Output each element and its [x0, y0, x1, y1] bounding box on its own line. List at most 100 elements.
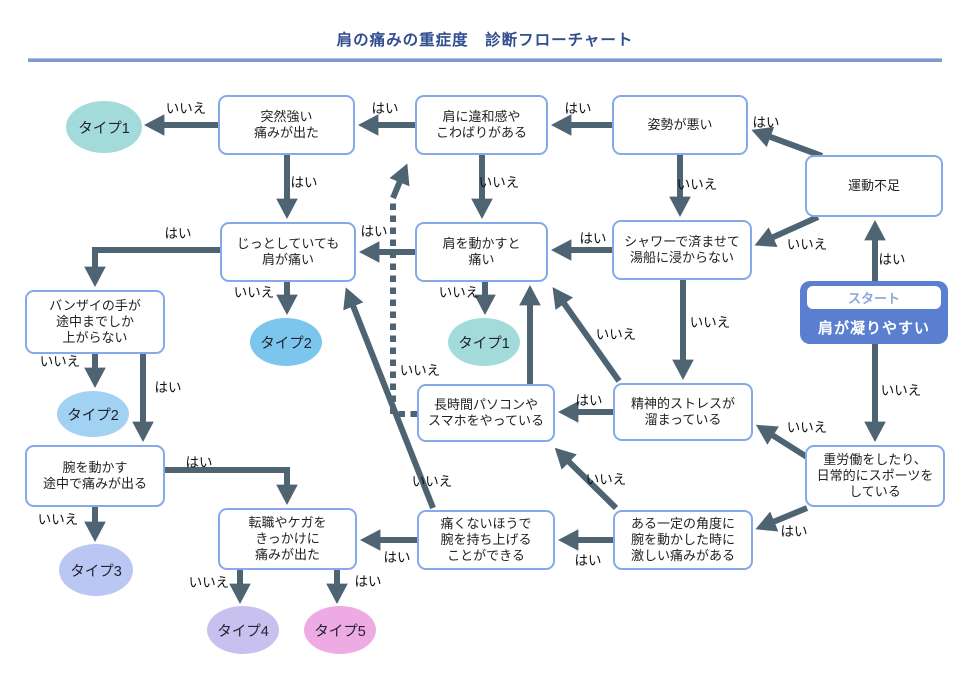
flow-node-bad-posture: 姿勢が悪い [612, 95, 748, 155]
edge-label: はい [574, 553, 602, 568]
flow-node-lift-with-other-arm: 痛くないほうで腕を持ち上げることができる [417, 510, 555, 570]
edge-label: はい [354, 574, 382, 589]
flow-node-text: 姿勢が悪い [647, 116, 713, 132]
edge-label: はい [154, 380, 182, 395]
flow-node-text: 転職やケガを [248, 514, 327, 530]
edge-label: はい [290, 175, 318, 190]
flow-node-text: 溜まっている [644, 412, 722, 427]
flow-node-pc-smartphone: 長時間パソコンやスマホをやっている [417, 384, 555, 442]
flow-node-text: ある一定の角度に [630, 515, 735, 531]
flow-node-text: 痛くないほうで [440, 515, 532, 531]
flow-node-arm-midway-pain: 腕を動かす途中で痛みが出る [25, 445, 165, 507]
result-type2-a: タイプ2 [250, 318, 322, 366]
flow-node-banzai-arm: バンザイの手が途中までしか上がらない [25, 290, 165, 354]
flow-arrow [755, 424, 809, 460]
edge-label: いいえ [689, 315, 731, 330]
edge-label: はい [371, 101, 399, 116]
flow-node-text: シャワーで済ませて [624, 233, 740, 249]
flow-arrow [552, 287, 622, 383]
flow-node-text: スマホをやっている [428, 413, 544, 428]
edge-label: はい [752, 115, 780, 130]
flow-node-text: 長時間パソコンや [433, 396, 538, 412]
flow-node-text: こわばりがある [435, 125, 527, 140]
start-tab: スタート [807, 286, 941, 309]
flow-node-mental-stress: 精神的ストレスが溜まっている [613, 383, 753, 441]
edge-label: いいえ [37, 512, 79, 527]
edge-label: はい [360, 224, 388, 239]
flow-arrow [751, 126, 824, 159]
flow-node-text: 肩を動かすと [442, 235, 521, 251]
flow-node-lack-of-exercise: 運動不足 [805, 155, 943, 217]
edge-label: いいえ [786, 420, 828, 435]
start-label: 肩が凝りやすい [817, 320, 930, 337]
flow-node-text: きっかけに [255, 530, 320, 546]
edge-label: はい [878, 252, 906, 267]
edge-label: はい [164, 226, 192, 241]
result-type1-a: タイプ1 [66, 101, 142, 153]
result-type2-b: タイプ2 [57, 391, 129, 437]
flow-node-text: 激しい痛みがある [630, 548, 735, 564]
flow-node-shower-only: シャワーで済ませて湯船に浸からない [612, 220, 752, 280]
flow-node-text: 運動不足 [847, 177, 900, 193]
flow-node-text: 日常的にスポーツを [816, 467, 934, 483]
edge-label: いいえ [438, 285, 480, 300]
flow-node-angle-sharp-pain: ある一定の角度に腕を動かした時に激しい痛みがある [613, 510, 753, 570]
flow-node-text: バンザイの手が [49, 297, 141, 313]
start-node: スタート 肩が凝りやすい [800, 281, 948, 344]
flow-node-text: 途中で痛みが出る [42, 476, 147, 491]
flow-node-text: 腕を持ち上げる [440, 531, 532, 547]
flow-node-job-change-injury: 転職やケガをきっかけに痛みが出た [218, 508, 357, 570]
flow-node-text: 痛い [468, 252, 495, 267]
edge-label: いいえ [165, 101, 207, 116]
flow-node-text: 重労働をしたり、 [823, 451, 927, 467]
edge-label: はい [579, 231, 607, 246]
edge-label: はい [575, 393, 603, 408]
edge-label: はい [383, 550, 411, 565]
flow-node-sudden-pain: 突然強い痛みが出た [218, 95, 355, 155]
flow-node-text: 腕を動かした時に [630, 531, 735, 547]
flow-node-text: 腕を動かす [62, 459, 128, 475]
flow-arrow [389, 163, 410, 200]
edge-label: いいえ [39, 354, 81, 369]
flow-node-stiffness: 肩に違和感やこわばりがある [415, 95, 548, 155]
result-type5: タイプ5 [304, 606, 376, 654]
edge-label: はい [564, 101, 592, 116]
edge-label: いいえ [478, 175, 520, 190]
flow-arrow [554, 447, 619, 511]
edge-label: いいえ [233, 285, 275, 300]
flow-node-text: 精神的ストレスが [630, 395, 735, 411]
flow-arrow [754, 214, 820, 247]
result-type1-b: タイプ1 [448, 318, 520, 366]
edge-label: いいえ [786, 237, 828, 252]
edge-label: いいえ [585, 472, 627, 487]
flow-arrow [390, 200, 417, 417]
edge-label: はい [780, 524, 808, 539]
flow-arrow [165, 467, 298, 505]
flow-arrow [84, 247, 220, 287]
flow-node-text: ことができる [447, 548, 525, 564]
edge-label: いいえ [411, 474, 453, 489]
flow-node-text: 上がらない [62, 330, 128, 346]
flow-node-text: 途中までしか [55, 313, 134, 329]
flow-node-pain-on-move: 肩を動かすと痛い [415, 222, 548, 282]
edge-label: いいえ [880, 383, 922, 398]
flow-node-text: 突然強い [260, 108, 313, 124]
edge-label: いいえ [676, 177, 718, 192]
flow-node-labor-sports: 重労働をしたり、日常的にスポーツをしている [805, 445, 945, 507]
flow-node-text: じっとしていても [236, 235, 340, 251]
flow-node-text: している [849, 484, 901, 500]
title-divider [28, 58, 942, 62]
result-type3: タイプ3 [59, 544, 133, 596]
flow-node-text: 湯船に浸からない [629, 250, 734, 265]
flow-arrow [755, 505, 809, 532]
flow-node-text: 肩に違和感や [442, 108, 521, 124]
flow-node-text: 痛みが出た [253, 125, 319, 140]
flow-node-pain-at-rest: じっとしていても肩が痛い [220, 222, 356, 282]
result-type4: タイプ4 [207, 606, 279, 654]
edge-label: いいえ [595, 327, 637, 342]
page-title: 肩の痛みの重症度 診断フローチャート [336, 32, 634, 49]
flow-node-text: 肩が痛い [261, 252, 314, 267]
flow-node-text: 痛みが出た [254, 547, 320, 563]
